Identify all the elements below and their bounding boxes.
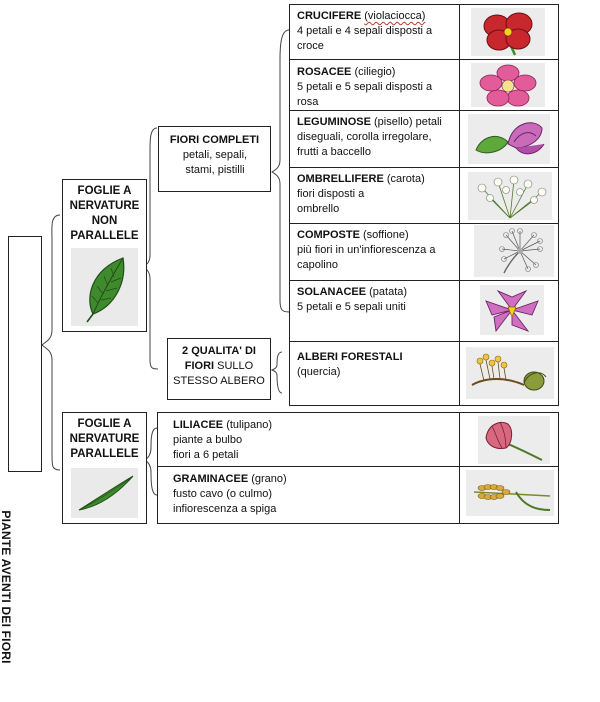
families-column-divider: [459, 412, 460, 524]
family-name: GRAMINACEE: [173, 473, 249, 485]
row-divider: [289, 59, 559, 60]
group-non-parallele-title: FOGLIE A NERVATURE NON PARALLELE: [69, 185, 140, 242]
family-crucifere: CRUCIFERE (violaciocca) 4 petali e 4 sep…: [297, 9, 457, 57]
family-composte: COMPOSTE (soffione) più fiori in un'infi…: [297, 228, 459, 276]
leaf-icon: [71, 248, 138, 326]
family-name: LILIACEE: [173, 419, 224, 431]
family-name: LEGUMINOSE: [297, 116, 371, 128]
family-name: OMBRELLIFERE: [297, 173, 384, 185]
family-example: (pisello) petali: [374, 116, 442, 128]
potato-flower-icon: [480, 285, 544, 335]
pea-flower-icon: [468, 114, 550, 164]
family-line: (quercia): [297, 366, 341, 378]
grass-leaf-icon: [71, 468, 138, 518]
family-line: fiori disposti a: [297, 188, 365, 200]
subgroup-qualita-text: 2 QUALITA' DI FIORI SULLO STESSO ALBERO: [169, 344, 269, 389]
family-example: (grano): [251, 473, 287, 485]
family-line: 5 petali e 5 sepali disposti a: [297, 81, 433, 93]
family-line: fusto cavo (o culmo): [173, 488, 273, 500]
family-example: (carota): [386, 173, 425, 185]
subgroup-fiori-completi-desc: petali, sepali, stami, pistilli: [182, 149, 248, 176]
family-line: più fiori in un'infiorescenza a: [297, 244, 436, 256]
subgroup-qualita-title-a: 2 QUALITA' DI: [182, 345, 256, 357]
subgroup-qualita-desc-a: SULLO: [217, 360, 254, 372]
family-line: croce: [297, 40, 324, 52]
row-divider: [289, 280, 559, 281]
root-label: PIANTE AVENTI DEI FIORI: [0, 510, 13, 664]
families-column-divider: [459, 4, 460, 406]
row-divider: [289, 223, 559, 224]
row-divider: [289, 167, 559, 168]
family-example: (patata): [369, 286, 408, 298]
family-line: infiorescenza a spiga: [173, 503, 277, 515]
family-name: COMPOSTE: [297, 229, 360, 241]
pink-flower-icon: [471, 63, 545, 107]
family-solanacee: SOLANACEE (patata) 5 petali e 5 sepali u…: [297, 285, 457, 325]
oak-catkin-icon: [466, 347, 554, 399]
subgroup-fiori-completi-box: [158, 126, 271, 192]
family-rosacee: ROSACEE (ciliegio) 5 petali e 5 sepali d…: [297, 65, 457, 105]
family-example: (tulipano): [226, 419, 273, 431]
subgroup-fiori-completi-title: FIORI COMPLETI: [169, 134, 260, 146]
subgroup-qualita-title-b: FIORI: [184, 360, 215, 372]
family-graminacee: GRAMINACEE (grano) fusto cavo (o culmo) …: [173, 472, 453, 520]
family-liliacee: LILIACEE (tulipano) piante a bulbo fiori…: [173, 418, 453, 464]
umbel-flower-icon: [468, 172, 552, 220]
family-name: ROSACEE: [297, 66, 352, 78]
tulip-icon: [478, 416, 550, 464]
family-line: ombrello: [297, 203, 340, 215]
subgroup-qualita-box: [167, 338, 271, 400]
family-name: SOLANACEE: [297, 286, 367, 298]
family-leguminose: LEGUMINOSE (pisello) petali diseguali, c…: [297, 115, 457, 165]
family-line: fiori a 6 petali: [173, 449, 239, 461]
family-line: diseguali, corolla irregolare,: [297, 131, 432, 143]
family-alberi-forestali: ALBERI FORESTALI (quercia): [297, 350, 457, 390]
row-divider: [289, 110, 559, 111]
dandelion-icon: [474, 225, 554, 277]
family-line: rosa: [297, 96, 319, 105]
family-example: (soffione): [363, 229, 409, 241]
row-divider: [157, 466, 559, 467]
family-name: ALBERI FORESTALI: [297, 351, 403, 363]
family-example: (violaciocca): [364, 10, 426, 22]
row-divider: [289, 341, 559, 342]
family-line: 4 petali e 4 sepali disposti a: [297, 25, 433, 37]
subgroup-qualita-desc-b: STESSO ALBERO: [173, 375, 265, 387]
family-line: piante a bulbo: [173, 434, 243, 446]
group-parallele-title: FOGLIE A NERVATURE PARALLELE: [69, 418, 140, 460]
family-line: frutti a baccello: [297, 146, 371, 158]
family-ombrellifere: OMBRELLIFERE (carota) fiori disposti a o…: [297, 172, 457, 220]
family-name: CRUCIFERE: [297, 10, 362, 22]
family-example: (ciliegio): [354, 66, 396, 78]
family-line: capolino: [297, 259, 338, 271]
root-box: [8, 236, 42, 472]
family-line: 5 petali e 5 sepali uniti: [297, 301, 406, 313]
wheat-icon: [466, 470, 554, 516]
red-flower-icon: [471, 8, 545, 56]
